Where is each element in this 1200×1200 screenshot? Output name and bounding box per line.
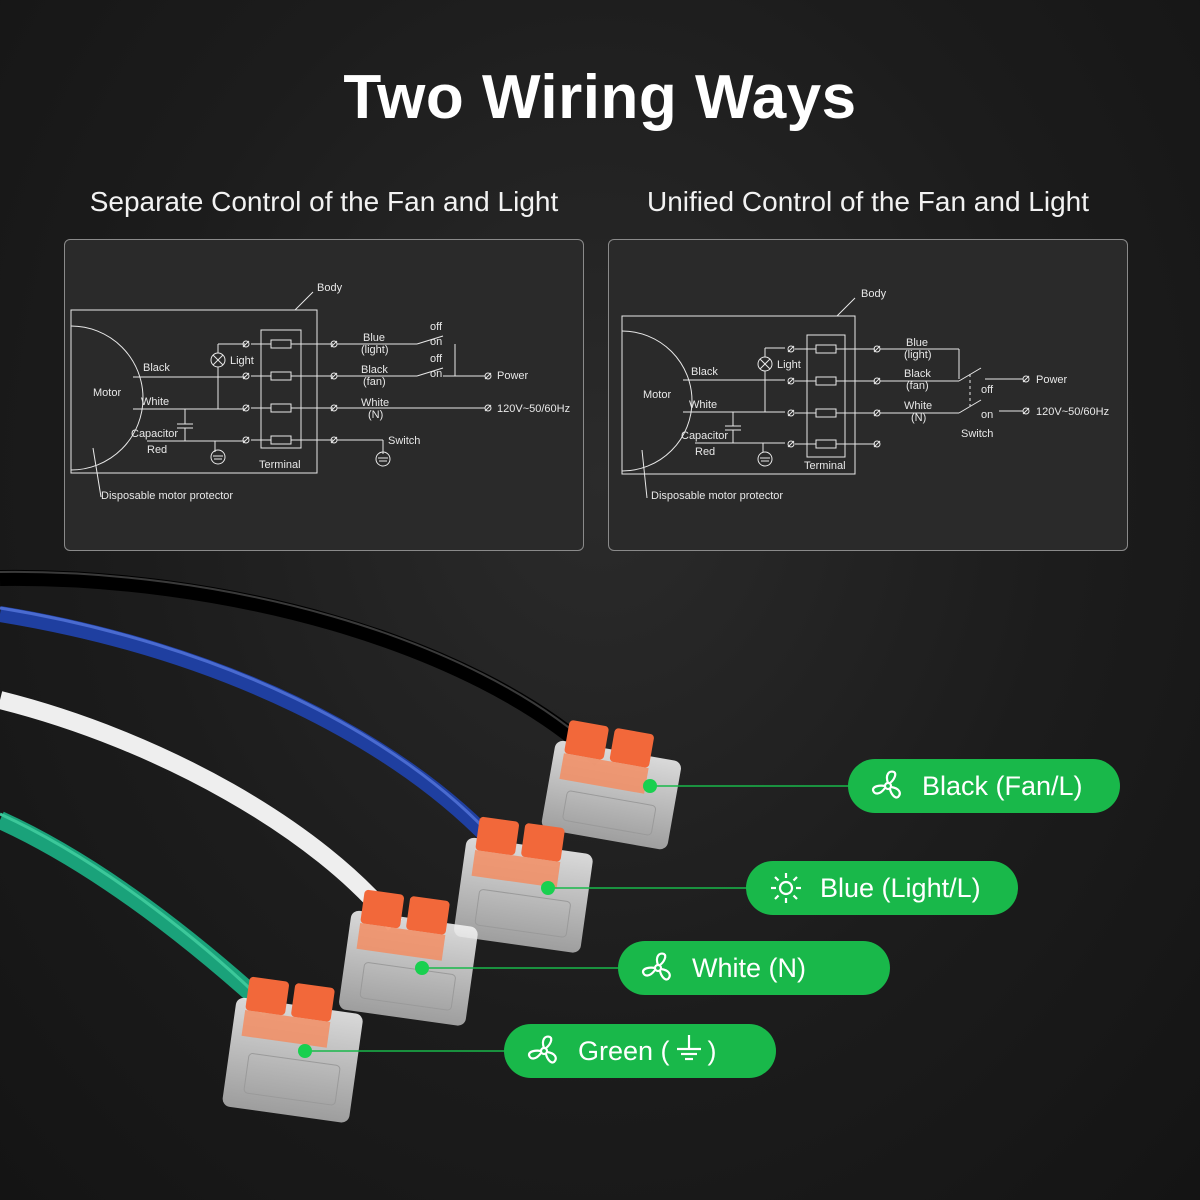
svg-text:120V~50/60Hz: 120V~50/60Hz (1036, 406, 1109, 418)
svg-text:Body: Body (861, 288, 887, 300)
blue-wire-connector (454, 816, 593, 953)
body-outline (70, 309, 318, 474)
black-leader-dot (643, 779, 657, 793)
svg-text:120V~50/60Hz: 120V~50/60Hz (497, 403, 570, 415)
white-leader-dot (415, 961, 429, 975)
svg-text:Red: Red (147, 444, 167, 456)
separate-control-heading: Separate Control of the Fan and Light (89, 186, 559, 217)
sun-icon (766, 868, 806, 908)
blue-wire (0, 606, 506, 856)
svg-text:Blue: Blue (363, 332, 385, 344)
white-wire (0, 691, 403, 931)
fan-icon (524, 1031, 564, 1071)
svg-text:on: on (430, 368, 442, 380)
blue-light-label: Blue (Light/L) (820, 872, 981, 903)
terminal-block (260, 329, 302, 449)
svg-text:Terminal: Terminal (804, 460, 846, 472)
svg-text:Black: Black (143, 362, 170, 374)
svg-text:Blue: Blue (906, 337, 928, 349)
svg-text:Black: Black (904, 368, 931, 380)
svg-text:Black: Black (361, 364, 388, 376)
svg-text:White: White (689, 399, 717, 411)
svg-text:off: off (430, 321, 443, 333)
svg-text:Light: Light (777, 359, 801, 371)
svg-text:(light): (light) (904, 349, 932, 361)
svg-text:Motor: Motor (643, 389, 671, 401)
green-ground-label: Green ( (578, 1035, 670, 1066)
fan-icon (638, 948, 678, 988)
motor-protector-label: Disposable motor protector (101, 490, 233, 502)
page-title: Two Wiring Ways (343, 63, 857, 132)
green-ground-label-suffix: ) (707, 1035, 717, 1066)
svg-text:(N): (N) (368, 409, 383, 421)
svg-text:off: off (430, 353, 443, 365)
svg-text:Black: Black (691, 366, 718, 378)
svg-text:(light): (light) (361, 344, 389, 356)
ground-icon (210, 449, 226, 465)
black-fan-label-pill: Black (Fan/L) (848, 759, 1120, 813)
unified-control-diagram: Body Motor Disposable motor protector Bl… (608, 239, 1128, 551)
svg-text:White: White (904, 400, 932, 412)
svg-text:on: on (430, 336, 442, 348)
black-wire (0, 569, 606, 766)
svg-text:(N): (N) (911, 412, 926, 424)
black-fan-label: Black (Fan/L) (922, 770, 1083, 801)
svg-text:White: White (361, 397, 389, 409)
motor-shape (70, 325, 144, 471)
svg-text:Power: Power (1036, 374, 1068, 386)
svg-text:Disposable motor protector: Disposable motor protector (651, 490, 783, 502)
white-neutral-label-pill: White (N) (618, 941, 890, 995)
ground-icon (674, 1033, 704, 1070)
unified-control-heading: Unified Control of the Fan and Light (646, 186, 1090, 217)
white-wire-connector (339, 889, 478, 1026)
svg-text:off: off (981, 384, 994, 396)
white-neutral-label: White (N) (692, 952, 806, 983)
svg-text:(fan): (fan) (363, 376, 386, 388)
svg-text:Capacitor: Capacitor (681, 430, 728, 442)
svg-text:Terminal: Terminal (259, 459, 301, 471)
svg-text:Light: Light (230, 355, 254, 367)
svg-text:Power: Power (497, 370, 529, 382)
motor-label: Motor (93, 387, 121, 399)
svg-text:on: on (981, 409, 993, 421)
green-leader-dot (298, 1044, 312, 1058)
svg-text:Switch: Switch (961, 428, 993, 440)
black-wire-connector (541, 720, 681, 850)
blue-light-label-pill: Blue (Light/L) (746, 861, 1018, 915)
body-label: Body (317, 282, 343, 294)
svg-text:White: White (141, 396, 169, 408)
green-wire-connector (222, 976, 363, 1123)
fan-icon (868, 766, 908, 806)
svg-text:Red: Red (695, 446, 715, 458)
svg-text:(fan): (fan) (906, 380, 929, 392)
separate-control-diagram: Body Motor Disposable motor protector Bl… (64, 239, 584, 551)
green-wire (0, 811, 277, 1017)
svg-text:Switch: Switch (388, 435, 420, 447)
svg-text:Capacitor: Capacitor (131, 428, 178, 440)
green-ground-label-pill: Green ( ) (504, 1024, 776, 1078)
blue-leader-dot (541, 881, 555, 895)
